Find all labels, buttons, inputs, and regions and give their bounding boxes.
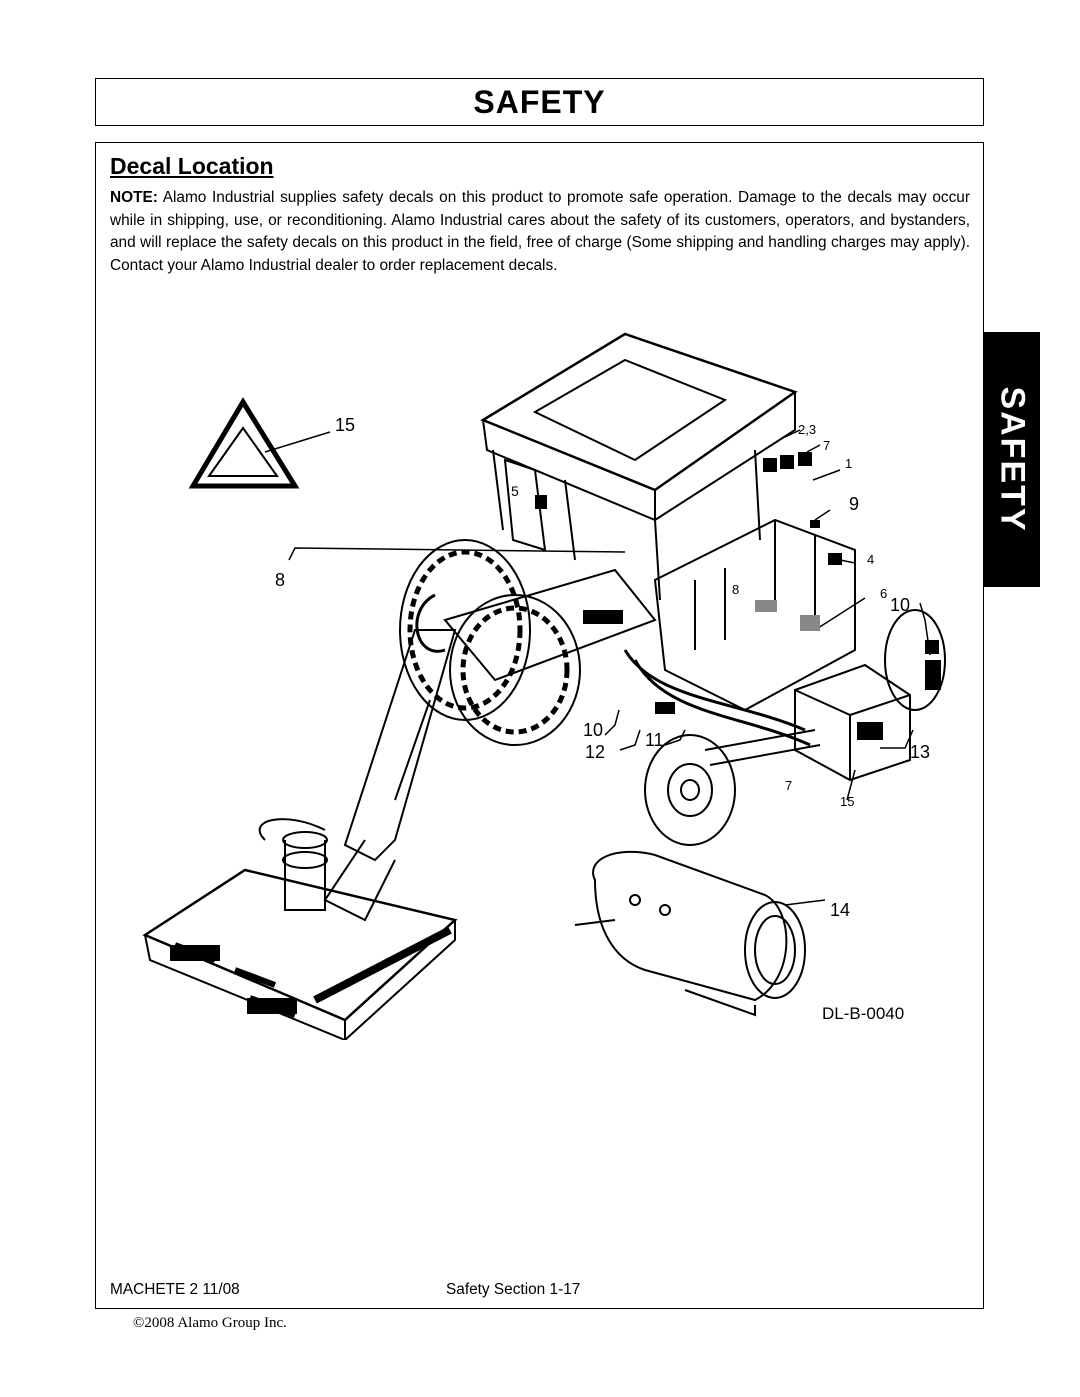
copyright: ©2008 Alamo Group Inc. [133,1315,287,1331]
callout-8-left: 8 [275,570,285,590]
valve-box [794,609,946,782]
rear-tire [399,539,581,746]
footer-section-page: Safety Section 1-17 [446,1281,581,1298]
callout-9: 9 [849,494,859,514]
hydraulic-hoses [415,593,811,747]
smv-triangle-icon [188,397,300,489]
header-box: SAFETY [95,78,984,126]
callout-12: 12 [585,742,605,762]
side-tab-safety: SAFETY [984,332,1040,587]
leader-lines [288,429,931,906]
mower-motor [258,818,328,911]
callout-7-bottom: 7 [785,778,792,793]
callout-5: 5 [511,483,519,499]
callout-10-right: 10 [890,595,910,615]
callout-13: 13 [910,742,930,762]
callout-4: 4 [867,552,874,567]
callout-10-left: 10 [583,720,603,740]
content-box: Decal Location NOTE: Alamo Industrial su… [95,142,984,1309]
callout-15-bottom: 15 [840,794,854,809]
decal-location-diagram: 15 2,3 7 1 5 9 4 8 8 6 10 10 12 11 13 7 … [142,332,946,1040]
callout-7-top: 7 [823,438,830,453]
callout-1: 1 [845,456,852,471]
note-label: NOTE: [110,189,158,206]
callout-6: 6 [880,586,887,601]
mounting-bracket [574,850,806,1017]
drawing-id: DL-B-0040 [822,1004,904,1023]
callout-8-mid: 8 [732,582,739,597]
note-paragraph: NOTE: Alamo Industrial supplies safety d… [110,187,970,277]
decal-markers [170,452,941,1014]
callout-15-top: 15 [335,415,355,435]
callout-2-3: 2,3 [798,422,816,437]
note-text: Alamo Industrial supplies safety decals … [110,189,970,274]
tractor-cab [480,332,798,601]
boom-arm [323,568,657,922]
callout-14: 14 [830,900,850,920]
tractor-hood [653,518,856,712]
section-heading: Decal Location [110,153,274,179]
side-tab-label: SAFETY [993,386,1032,533]
footer-model-date: MACHETE 2 11/08 [110,1281,240,1298]
page-title: SAFETY [473,83,606,120]
callout-11: 11 [645,730,664,750]
front-wheel [644,729,821,846]
